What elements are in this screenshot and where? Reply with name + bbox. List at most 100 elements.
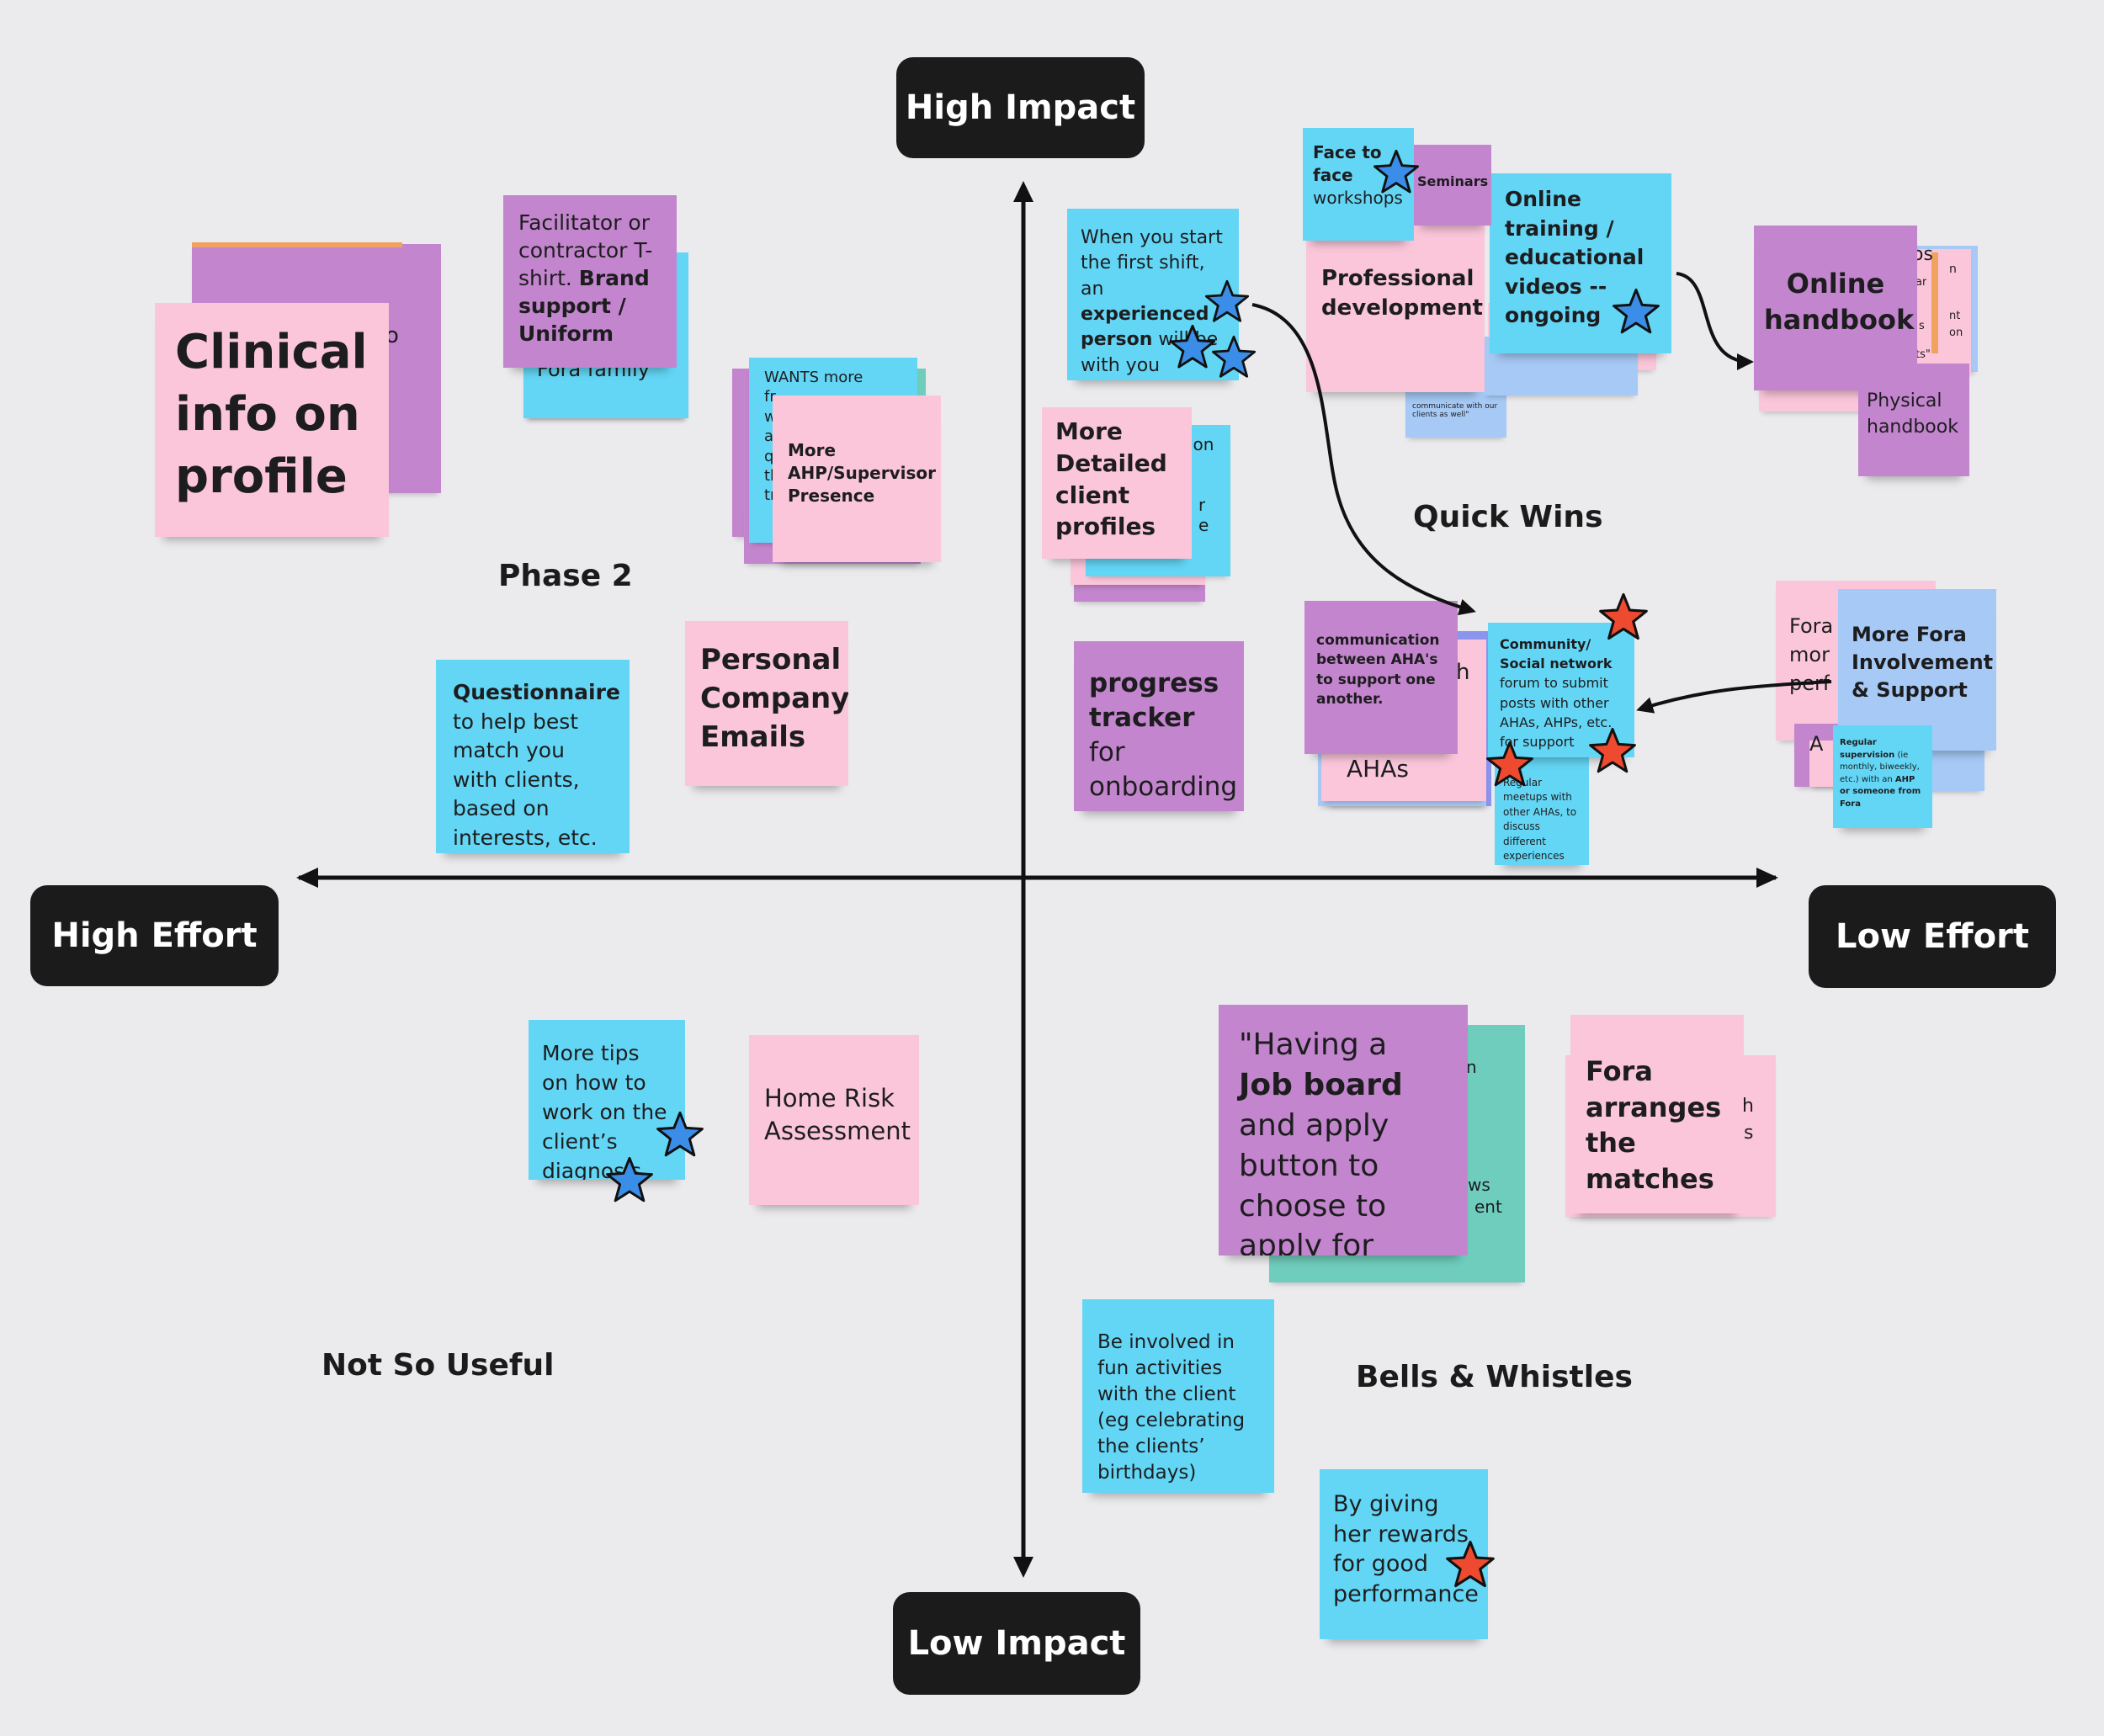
note-fragment: ion xyxy=(1188,434,1214,454)
note-fragment: nt xyxy=(1949,310,1961,322)
note-text-bold: AHP or someone from Fora xyxy=(1840,774,1921,809)
star-vote-blue-icon xyxy=(1204,279,1250,322)
sticky-note-home-risk-assessment[interactable]: Home Risk Assessment xyxy=(749,1035,919,1205)
note-text: Clinical info on profile xyxy=(175,325,368,504)
sticky-note-ahp-presence[interactable]: More AHP/Supervisor Presence xyxy=(773,396,941,562)
note-text: Physical handbook xyxy=(1867,390,1958,438)
note-text-bold: progress tracker xyxy=(1089,668,1219,733)
note-fragment: Fora xyxy=(1789,614,1834,638)
sticky-note-clinical-info[interactable]: Clinical info on profile xyxy=(155,303,389,537)
note-text: Be involved in fun activities with the c… xyxy=(1097,1331,1246,1484)
note-fragment: r xyxy=(1198,495,1206,515)
note-fragment: ts" xyxy=(1915,348,1931,361)
note-text-bold: Regular supervision xyxy=(1840,738,1895,760)
section-label-phase-2: Phase 2 xyxy=(498,559,633,593)
sticky-note-personal-emails[interactable]: Personal Company Emails xyxy=(685,621,848,786)
star-vote-blue-icon xyxy=(656,1111,704,1157)
sticky-note-backing xyxy=(192,242,402,247)
section-label-not-so-useful: Not So Useful xyxy=(321,1348,555,1383)
note-text: By giving her rewards for good performan… xyxy=(1333,1491,1479,1607)
note-fragment: on xyxy=(1949,326,1963,339)
note-text: and apply button to choose to apply for … xyxy=(1239,1107,1389,1256)
note-text: Fora arranges the matches xyxy=(1586,1055,1722,1195)
note-text: More tips on how to work on the client’s… xyxy=(542,1041,667,1180)
sticky-note-job-board[interactable]: "Having a Job board and apply button to … xyxy=(1219,1005,1468,1256)
note-text: Seminars xyxy=(1417,173,1489,189)
star-vote-blue-icon xyxy=(606,1156,653,1202)
star-vote-blue-icon xyxy=(1373,149,1419,194)
sticky-note-online-handbook[interactable]: Online handbook xyxy=(1754,226,1917,390)
note-text: (ie monthly, biweekly, etc.) with an xyxy=(1840,750,1920,784)
note-fragment: q xyxy=(764,447,774,465)
sticky-note-rewards[interactable]: By giving her rewards for good performan… xyxy=(1320,1469,1488,1639)
note-fragment: ar xyxy=(1915,276,1927,289)
sticky-note-brand-uniform[interactable]: Facilitator or contractor T-shirt. Brand… xyxy=(503,195,677,368)
note-fragment: s xyxy=(1744,1123,1754,1144)
star-vote-red-icon xyxy=(1599,592,1648,640)
note-text: to help best match you with clients, bas… xyxy=(453,709,598,850)
note-text: WANTS more xyxy=(764,369,863,386)
note-text-bold: experienced person xyxy=(1081,304,1209,351)
sticky-note-tips-diagnosis[interactable]: More tips on how to work on the client’s… xyxy=(529,1020,685,1180)
note-fragment: mor xyxy=(1789,643,1830,666)
sticky-note-detailed-client-profiles[interactable]: More Detailed client profiles xyxy=(1042,407,1192,559)
star-vote-red-icon xyxy=(1486,741,1533,787)
note-text: When you start the first shift, an xyxy=(1081,227,1223,300)
note-fragment: e xyxy=(1198,515,1209,535)
note-text-bold: Brand support / Uniform xyxy=(518,266,650,346)
star-vote-red-icon xyxy=(1589,727,1636,773)
star-vote-red-icon xyxy=(1446,1540,1495,1588)
note-text: "Having a xyxy=(1239,1027,1388,1062)
note-text: More Fora Involvement & Support xyxy=(1852,623,1994,703)
sticky-note-physical-handbook[interactable]: Physical handbook xyxy=(1858,364,1969,476)
sticky-note-seminars[interactable]: Seminars xyxy=(1412,145,1491,226)
note-text: workshops xyxy=(1313,188,1403,208)
section-label-bells-whistles: Bells & Whistles xyxy=(1356,1360,1633,1394)
sticky-note-backing xyxy=(1931,252,1938,353)
star-vote-blue-icon xyxy=(1211,335,1257,378)
note-fragment: n xyxy=(1466,1057,1477,1077)
sticky-note-questionnaire[interactable]: Questionnaire to help best match you wit… xyxy=(436,660,630,853)
note-text-bold: Face to face xyxy=(1313,142,1382,185)
note-fragment: ent xyxy=(1474,1197,1502,1217)
note-text: More AHP/Supervisor Presence xyxy=(788,440,936,506)
sticky-note-experienced-person[interactable]: When you start the first shift, an exper… xyxy=(1067,209,1239,380)
axis-label-high-effort: High Effort xyxy=(30,885,279,986)
note-fragment: A xyxy=(1809,732,1824,756)
sticky-note-more-fora-involvement[interactable]: More Fora Involvement & Support xyxy=(1838,589,1996,751)
note-text: Personal Company Emails xyxy=(700,643,848,754)
axis-label-high-impact: High Impact xyxy=(896,57,1145,158)
star-vote-blue-icon xyxy=(1170,324,1215,369)
sticky-note-professional-development[interactable]: Professional development xyxy=(1306,217,1485,392)
note-text: for onboarding xyxy=(1089,736,1238,802)
sticky-note-progress-tracker[interactable]: progress tracker for onboarding xyxy=(1074,641,1244,811)
star-vote-blue-icon xyxy=(1613,288,1660,334)
note-text: Regular meetups with other AHAs, to disc… xyxy=(1503,777,1577,862)
note-fragment: ws xyxy=(1468,1175,1490,1195)
note-text: Home Risk Assessment xyxy=(764,1084,911,1146)
note-fragment: perf xyxy=(1789,672,1830,695)
section-label-quick-wins: Quick Wins xyxy=(1413,500,1603,534)
note-text-bold: Job board xyxy=(1239,1067,1403,1102)
note-fragment: communicate with our clients as well" xyxy=(1412,402,1498,419)
note-text: Facilitator or contractor T-shirt. xyxy=(518,210,653,290)
sticky-note-aha-communication[interactable]: communication between AHA's to support o… xyxy=(1304,601,1458,754)
note-text: More Detailed client profiles xyxy=(1055,417,1167,541)
note-fragment: s xyxy=(1919,320,1925,332)
sticky-note-fora-arranges[interactable]: Fora arranges the matches xyxy=(1570,1015,1744,1213)
note-text: communication between AHA's to support o… xyxy=(1316,632,1440,709)
note-text-bold: Questionnaire xyxy=(453,680,620,704)
sticky-note-regular-supervision[interactable]: Regular supervision (ie monthly, biweekl… xyxy=(1833,725,1932,828)
axis-label-low-effort: Low Effort xyxy=(1809,885,2056,988)
note-text: forum to submit posts with other AHAs, A… xyxy=(1500,675,1613,750)
note-text: Online handbook xyxy=(1764,268,1915,337)
sticky-note-community-forum[interactable]: Community/ Social network forum to submi… xyxy=(1488,623,1634,757)
note-text: AHAs xyxy=(1347,755,1409,783)
note-text: Professional development xyxy=(1321,266,1483,321)
note-text: Online training / educational videos -- … xyxy=(1505,187,1644,327)
note-fragment: a xyxy=(764,427,774,446)
note-text-bold: Community/ Social network xyxy=(1500,636,1613,672)
axis-label-low-impact: Low Impact xyxy=(893,1592,1140,1695)
sticky-note-fun-activities[interactable]: Be involved in fun activities with the c… xyxy=(1082,1299,1274,1493)
note-fragment: h xyxy=(1742,1096,1754,1117)
